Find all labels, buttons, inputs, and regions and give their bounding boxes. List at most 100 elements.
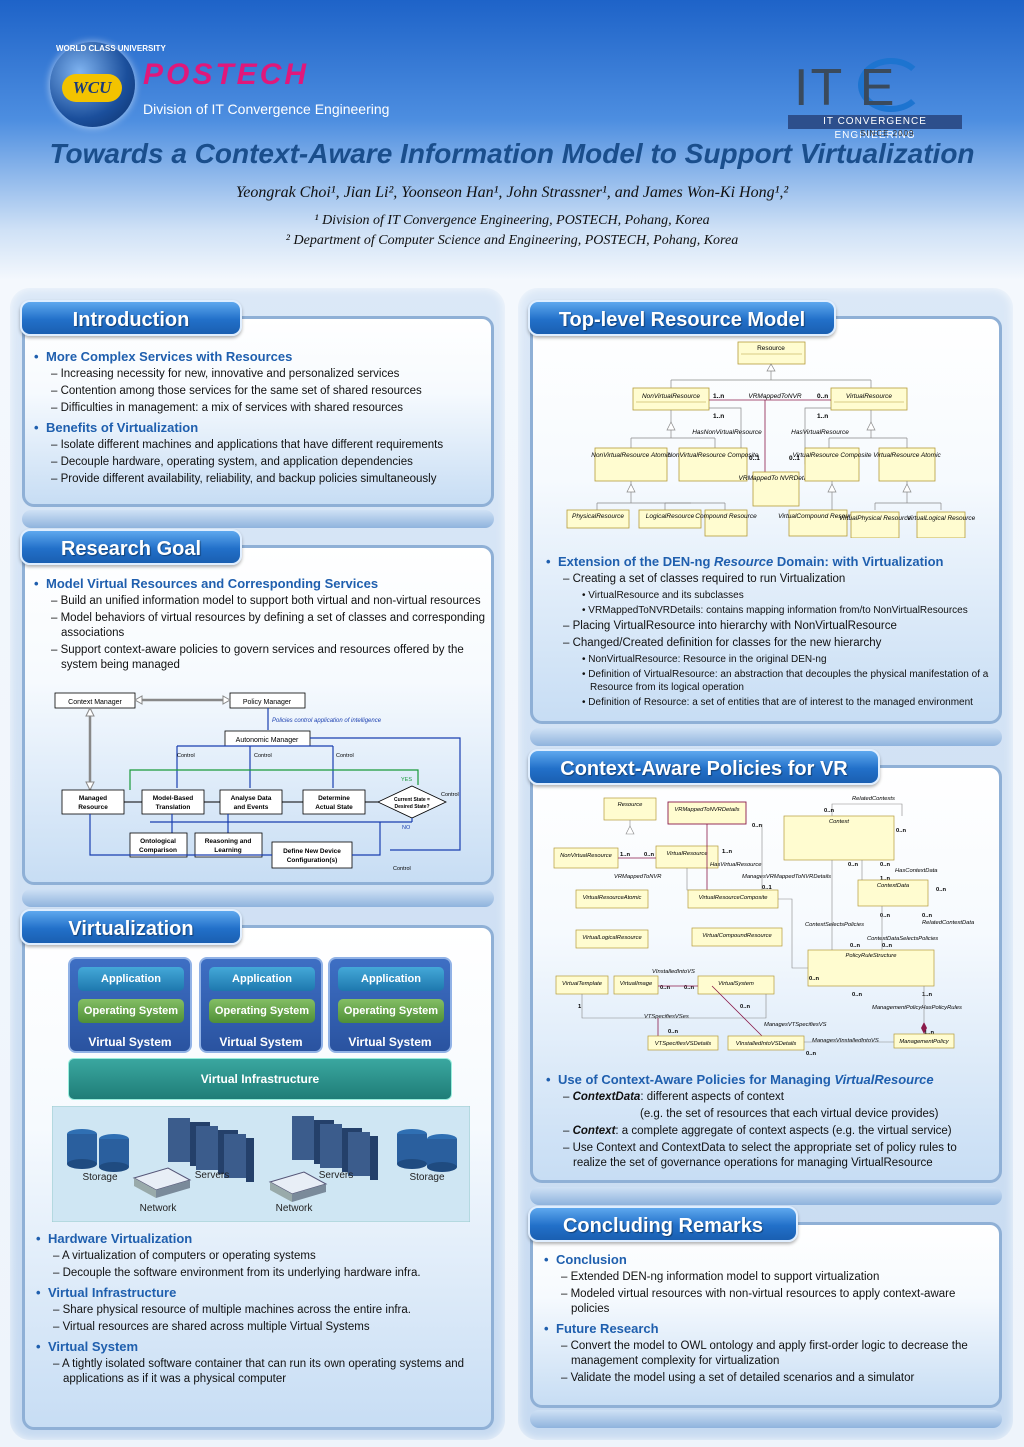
svg-text:RelatedContexts: RelatedContexts: [852, 796, 895, 802]
svg-text:1..n: 1..n: [817, 413, 828, 420]
svg-text:VirtualResource Atomic: VirtualResource Atomic: [873, 452, 941, 459]
svg-text:0..1: 0..1: [789, 455, 800, 462]
itce-since: SINCE 2009: [860, 129, 915, 138]
storage-icon: [67, 1129, 129, 1172]
top-level-title: Top-level Resource Model: [528, 300, 836, 336]
svg-text:Servers: Servers: [319, 1170, 353, 1181]
svg-text:Learning: Learning: [214, 847, 241, 854]
poster-header: WORLD CLASS UNIVERSITY WCU POSTECH Divis…: [0, 0, 1024, 285]
svg-text:VirtualResource: VirtualResource: [666, 851, 708, 857]
svg-text:0..n: 0..n: [684, 985, 694, 991]
svg-text:Comparison: Comparison: [139, 847, 177, 854]
svg-text:Servers: Servers: [195, 1170, 229, 1181]
top-level-content: Extension of the DEN-ng Resource Domain:…: [546, 550, 992, 711]
svg-text:Context Manager: Context Manager: [68, 699, 122, 706]
future-item: – Convert the model to OWL ontology and …: [561, 1340, 968, 1367]
svg-text:Ontological: Ontological: [140, 838, 176, 845]
svg-text:PolicyRuleStructure: PolicyRuleStructure: [846, 953, 898, 959]
concluding-content: Conclusion – Extended DEN-ng information…: [544, 1248, 990, 1388]
svg-text:VirtualResource Composite: VirtualResource Composite: [793, 452, 872, 459]
itce-letters: IT E: [794, 59, 897, 117]
intro-item: – Decouple hardware, operating system, a…: [51, 456, 413, 468]
svg-text:Compound Resource: Compound Resource: [695, 513, 757, 520]
virtual-system-label: Virtual System: [348, 1035, 432, 1049]
svg-text:NO: NO: [402, 825, 411, 831]
context-uml-diagram: Resource VRMappedToNVRDetails Context Re…: [553, 796, 975, 1057]
svg-text:ContextDataSelectsPolicies: ContextDataSelectsPolicies: [867, 936, 938, 942]
svg-text:VirtualPhysical Resource: VirtualPhysical Resource: [839, 515, 912, 522]
svg-text:0..n: 0..n: [809, 976, 819, 982]
resource-uml-diagram: Resource NonVirtualResource VirtualResou…: [566, 341, 976, 538]
svg-text:Model-Based: Model-Based: [153, 795, 193, 802]
svg-text:0..n: 0..n: [806, 1051, 816, 1057]
authors: Yeongrak Choi¹, Jian Li², Yoonseon Han¹,…: [235, 184, 789, 201]
os-label: Operating System: [78, 999, 184, 1023]
virt-item: – A virtualization of computers or opera…: [53, 1250, 316, 1262]
virt-item: – Share physical resource of multiple ma…: [53, 1304, 411, 1316]
context-item: – Use Context and ContextData to select …: [563, 1142, 957, 1169]
network-icon: [132, 1167, 192, 1198]
svg-text:Policy Manager: Policy Manager: [243, 699, 292, 706]
svg-text:0..n: 0..n: [936, 887, 946, 893]
determine-state-box: [302, 789, 366, 815]
virtualization-title: Virtualization: [20, 909, 242, 945]
svg-text:HasNonVirtualResource: HasNonVirtualResource: [692, 429, 762, 436]
introduction-panel: [22, 316, 494, 507]
intro-bullet-2: Benefits of Virtualization: [34, 420, 486, 435]
svg-text:VirtualLogical Resource: VirtualLogical Resource: [907, 515, 976, 522]
svg-text:0..n: 0..n: [752, 823, 762, 829]
svg-text:VRMappedTo NVRDetails: VRMappedTo NVRDetails: [739, 475, 815, 482]
virtual-system-box-1: Application Operating System Virtual Sys…: [68, 957, 192, 1053]
define-config-box: [271, 841, 353, 869]
virt-bullet-2: Virtual Infrastructure: [36, 1285, 486, 1300]
svg-text:0..n: 0..n: [896, 828, 906, 834]
top-level-subitem: VRMappedToNVRDetails: contains mapping i…: [546, 604, 992, 617]
application-label: Application: [209, 967, 315, 991]
svg-text:Configuration(s): Configuration(s): [287, 857, 338, 864]
svg-text:1..n: 1..n: [922, 992, 932, 998]
svg-text:ContextData: ContextData: [877, 883, 910, 889]
virt-item: – A tightly isolated software container …: [53, 1358, 465, 1385]
svg-text:0..n: 0..n: [852, 992, 862, 998]
svg-text:VInstalledIntoVS: VInstalledIntoVS: [652, 969, 695, 975]
svg-text:VirtualCompoundResource: VirtualCompoundResource: [702, 933, 772, 939]
svg-text:ManagesVRMappedToNVRDetails: ManagesVRMappedToNVRDetails: [742, 874, 831, 880]
svg-text:Storage: Storage: [409, 1172, 444, 1183]
managed-resource-box: [61, 789, 125, 815]
research-goal-title: Research Goal: [20, 529, 242, 565]
svg-text:0..n: 0..n: [824, 808, 834, 814]
svg-text:HasVirtualResource: HasVirtualResource: [710, 862, 762, 868]
poster-title: Towards a Context-Aware Information Mode…: [49, 138, 975, 169]
itce-logo: IT E IT CONVERGENCE ENGINEERING SINCE 20…: [788, 58, 968, 141]
context-aware-title: Context-Aware Policies for VR: [528, 749, 880, 785]
svg-text:1..n: 1..n: [924, 1030, 934, 1036]
itce-bar: IT CONVERGENCE ENGINEERING: [788, 115, 962, 141]
svg-text:Storage: Storage: [82, 1172, 117, 1183]
intro-item: – Provide different availability, reliab…: [51, 473, 437, 485]
svg-text:0..n: 0..n: [660, 985, 670, 991]
svg-text:0..n: 0..n: [817, 393, 828, 400]
virt-item: – Virtual resources are shared across mu…: [53, 1321, 370, 1333]
svg-text:VirtualSystem: VirtualSystem: [718, 981, 754, 987]
svg-text:VRMappedToNVR: VRMappedToNVR: [614, 874, 662, 880]
hardware-illustration: Storage Servers Network Servers Network …: [52, 1106, 470, 1222]
svg-text:Control: Control: [336, 753, 354, 759]
svg-text:Determine: Determine: [318, 795, 350, 802]
svg-text:Control: Control: [254, 753, 272, 759]
svg-text:VirtualResource: VirtualResource: [846, 393, 893, 400]
virtual-system-box-2: Application Operating System Virtual Sys…: [199, 957, 323, 1053]
wcu-arc-text: WORLD CLASS UNIVERSITY: [56, 44, 166, 53]
divider: [530, 728, 1002, 746]
goal-bullet: Model Virtual Resources and Correspondin…: [34, 576, 486, 591]
context-item: – Context: a complete aggregate of conte…: [563, 1125, 952, 1137]
svg-text:0..1: 0..1: [762, 885, 772, 891]
top-level-bullet: Extension of the DEN-ng Resource Domain:…: [546, 554, 992, 569]
introduction-title: Introduction: [20, 300, 242, 336]
top-level-item: – Changed/Created definition for classes…: [563, 637, 882, 649]
svg-text:RelatedContextData: RelatedContextData: [922, 920, 975, 926]
intro-item: – Difficulties in management: a mix of s…: [51, 402, 403, 414]
svg-text:0..n: 0..n: [668, 1029, 678, 1035]
svg-text:Network: Network: [140, 1203, 178, 1214]
svg-text:ContextSelectsPolicies: ContextSelectsPolicies: [805, 922, 864, 928]
research-goal-panel: [22, 545, 494, 885]
